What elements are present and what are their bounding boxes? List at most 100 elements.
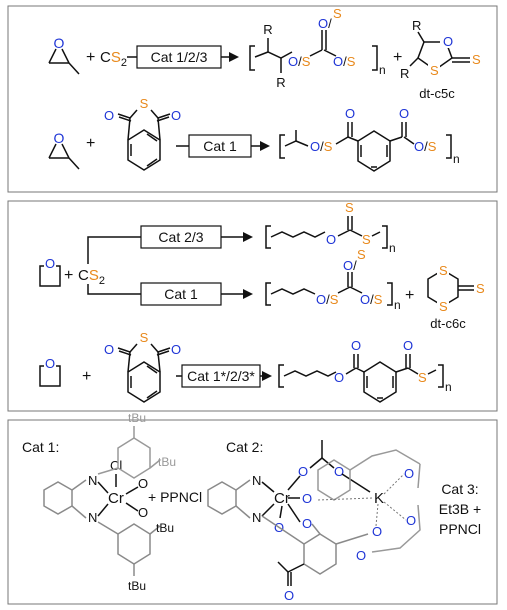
r1-reagent: CS2 — [100, 49, 127, 69]
dt-c5c-R1: R — [412, 18, 421, 33]
cat1-label: Cat 1: — [22, 439, 59, 455]
r3-arrow-bottom-head — [243, 289, 253, 299]
r3-top-product: O S S n — [265, 200, 396, 255]
r2-anhydride-O2: O — [171, 108, 181, 123]
cat2-cyclohexane — [207, 481, 237, 515]
reaction-1: O + CS2 Cat 1/2/3 R R O/S O/ S O/S n + — [48, 6, 481, 101]
cat2-metal-Cr: Cr — [274, 490, 290, 507]
r4-carbonyl-O1: O — [351, 338, 361, 353]
epoxide-oxygen-label: O — [54, 35, 65, 51]
r1-link-OS-2: O/S — [333, 54, 356, 69]
oxetane-molecule: O — [39, 256, 61, 287]
cat3-line-2: Et3B + — [439, 501, 481, 517]
r2-carbonyl-O1: O — [345, 106, 355, 121]
poly-thioester-product: O/S O O O/S n — [279, 106, 460, 172]
epoxide-molecule-2: O — [48, 130, 80, 170]
oxetane-2-oxygen-label: O — [45, 356, 55, 371]
cat2-acetate-O1: O — [298, 464, 308, 479]
cat2-N1: N — [252, 473, 261, 488]
cat2-crown-O2: O — [406, 513, 416, 528]
cat1-O2: O — [138, 505, 148, 520]
dt-c6c-molecule: S S S dt-c6c — [427, 263, 485, 331]
epoxide-2-oxygen-label: O — [54, 130, 65, 146]
r1-substituent-R1: R — [263, 22, 272, 37]
panel-oxetane-reactions — [7, 200, 498, 412]
cat2-metal-K: K — [374, 490, 384, 507]
r3-top-O: O — [326, 232, 336, 247]
r4-catalyst-box — [181, 364, 261, 388]
cat1-N2: N — [88, 510, 97, 525]
cat1-N1: N — [88, 473, 97, 488]
r1-subscript-n: n — [379, 63, 386, 77]
r3-bottom-link-OS-1: O/S — [316, 292, 339, 307]
r4-anhydride-O1: O — [104, 342, 114, 357]
catalyst-3: Cat 3: Et3B + PPNCl — [439, 481, 481, 537]
r3-plus-cyclic: + — [405, 287, 414, 304]
r1-substituent-R2: R — [276, 75, 285, 90]
r3-plus: + — [64, 267, 73, 284]
r3-arrow-top-head — [243, 232, 253, 242]
cat1-tBu-3: tBu — [156, 521, 174, 535]
r1-plus-2: + — [393, 49, 402, 66]
dt-c5c-molecule: O S S R R dt-c5c — [400, 18, 481, 101]
catalyst-1: Cat 1: N N Cr Cl O O tBu tBu tBu tBu + P… — [22, 411, 202, 593]
r3-bottom-subscript-n: n — [394, 298, 401, 312]
dt-c5c-label: dt-c5c — [419, 86, 455, 101]
r2-carbonyl-O2: O — [399, 106, 409, 121]
r1-link-OS-1: O/S — [288, 54, 311, 69]
r3-bottom-carbonyl-S: S — [357, 247, 366, 262]
r3-catalyst-box-bottom — [140, 282, 222, 306]
cat2-crown-O4: O — [356, 548, 366, 563]
r2-catalyst-box — [188, 134, 252, 158]
r4-arrow-head — [262, 371, 272, 381]
r3-reagent: CS2 — [78, 267, 105, 287]
r4-catalyst-label: Cat 1*/2/3* — [187, 368, 255, 384]
r3-top-thione-S: S — [345, 200, 354, 215]
r4-carbonyl-O2: O — [403, 338, 413, 353]
oxetane-molecule-2: O — [39, 356, 61, 387]
r2-link-OS-1: O/S — [310, 139, 333, 154]
epoxide-molecule: O — [48, 35, 80, 75]
r1-bracket-right — [372, 45, 378, 71]
cat1-cyclohexane — [43, 481, 73, 515]
r1-bracket-left — [249, 45, 255, 71]
cat1-O1: O — [138, 476, 148, 491]
cat2-acetate-O2: O — [334, 464, 344, 479]
r3-catalyst-top-label: Cat 2/3 — [158, 229, 203, 245]
oxetane-oxygen-label: O — [45, 256, 55, 271]
reaction-2: O + S O O Cat 1 — [48, 96, 460, 172]
thiophthalic-anhydride-2: S O O — [104, 330, 181, 403]
r4-product: O O O S n — [278, 338, 452, 403]
cat3-label: Cat 3: — [441, 481, 478, 497]
cat2-crown-O3: O — [372, 524, 382, 539]
r2-arrow-head — [260, 141, 270, 151]
cat1-cocatalyst: + PPNCl — [148, 489, 202, 505]
dt-c6c-exo-S: S — [476, 281, 485, 296]
reaction-4: O + S O O Cat 1*/2/3* O — [39, 330, 452, 403]
cat2-N2: N — [252, 510, 261, 525]
r2-link-OS-2: O/S — [414, 139, 437, 154]
r4-anhydride-O2: O — [171, 342, 181, 357]
catalyst-2: Cat 2: N N Cr O O O K O O O — [207, 439, 421, 603]
cat1-tBu-2: tBu — [158, 455, 176, 469]
panel-oxirane-reactions — [7, 5, 498, 193]
dt-c5c-R2: R — [400, 66, 409, 81]
r1-carbonyl-OS: O/ — [318, 16, 332, 31]
r3-bottom-product: O/S O/ S O/S n — [265, 247, 401, 312]
r1-catalyst-label: Cat 1/2/3 — [151, 49, 208, 65]
cat2-crown-O1: O — [404, 466, 414, 481]
r2-subscript-n: n — [453, 152, 460, 166]
dt-c5c-ring-O: O — [443, 34, 453, 49]
cat1-tBu-4: tBu — [128, 579, 146, 593]
cat2-O-phen2: O — [302, 516, 312, 531]
r3-bottom-carbonyl-OS: O/ — [343, 258, 357, 273]
polythiocarbonate-product: R R O/S O/ S O/S n — [249, 6, 386, 90]
r3-top-subscript-n: n — [389, 241, 396, 255]
cat1-ligand-Cl: Cl — [110, 458, 122, 473]
dt-c6c-label: dt-c6c — [430, 316, 466, 331]
r4-subscript-n: n — [445, 380, 452, 394]
r4-anhydride-S: S — [140, 330, 149, 345]
cat2-label: Cat 2: — [226, 439, 263, 455]
dt-c6c-ring-S1: S — [439, 263, 448, 278]
